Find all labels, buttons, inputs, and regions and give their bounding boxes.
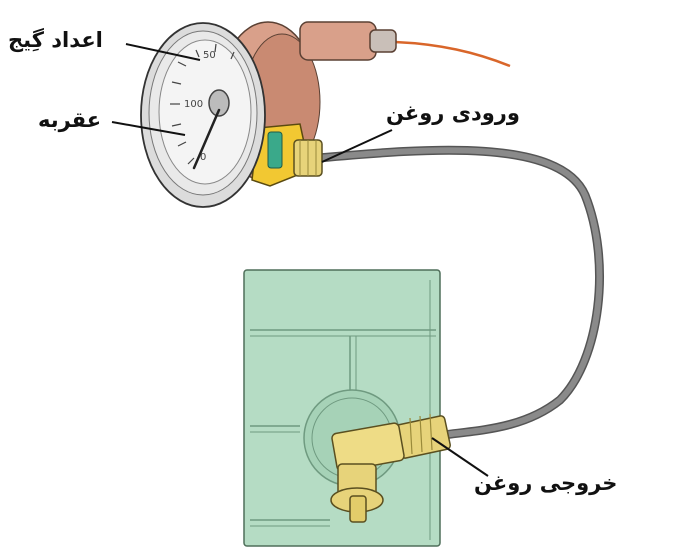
leader-gauge-numbers <box>125 43 201 61</box>
leader-oil-inlet <box>321 129 393 163</box>
dial-ticks <box>170 43 235 165</box>
gauge-needle <box>192 108 221 170</box>
oil-tube <box>313 145 605 442</box>
gauge-body <box>140 21 397 208</box>
label-oil-inlet: ورودی روغن <box>386 101 520 125</box>
leader-oil-outlet <box>431 437 489 477</box>
leader-needle <box>111 121 186 136</box>
label-oil-outlet: خروجی روغن <box>474 471 618 495</box>
leader-lines <box>111 43 489 477</box>
dial-number-0: 0 <box>200 152 206 163</box>
dial-number-100: 100 <box>184 99 203 110</box>
oil-outlet-fitting <box>330 413 451 523</box>
label-gauge-numbers: اعداد گِیج <box>8 28 103 52</box>
dial-numbers: 0 50 100 <box>184 50 216 163</box>
electrical-wire <box>394 40 511 68</box>
dial-number-50: 50 <box>203 50 216 61</box>
label-needle: عقربه <box>38 108 102 132</box>
